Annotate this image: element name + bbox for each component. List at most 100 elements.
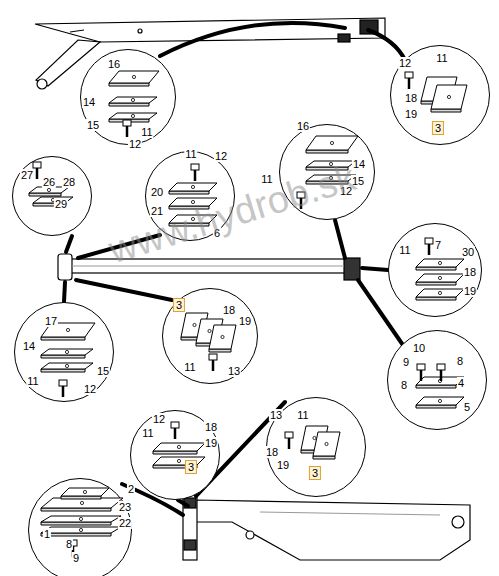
callout-number: 13 — [269, 409, 283, 421]
callout-number: 15 — [96, 365, 110, 377]
plate-hole — [80, 501, 83, 504]
bolt-head — [417, 364, 425, 370]
bolt-head — [123, 120, 131, 126]
detail-circle: 318191113 — [162, 288, 258, 384]
plate-hole — [66, 328, 69, 331]
wear-plate — [416, 289, 464, 297]
callout-number: 26 — [42, 176, 56, 188]
bolt-shaft — [194, 170, 197, 181]
bolt-shaft — [212, 360, 215, 371]
detail-circle: 1098845 — [387, 330, 487, 430]
callout-number: 20 — [150, 186, 164, 198]
callout-number: 19 — [238, 315, 252, 327]
plate-hole — [325, 442, 328, 445]
callout-number: 11 — [26, 375, 39, 387]
bolt-head — [437, 364, 445, 370]
wear-plate — [109, 71, 159, 83]
plate-hole — [177, 445, 180, 448]
callout-number: 1 — [43, 528, 51, 540]
callout-number: 2 — [127, 483, 135, 495]
plate-hole — [65, 350, 68, 353]
bolt-head — [425, 238, 433, 244]
bolt-shaft — [440, 370, 443, 381]
wear-plate — [313, 432, 340, 456]
callout-number: 12 — [214, 150, 228, 162]
plate-hole — [208, 329, 211, 332]
callout-number: 12 — [128, 138, 142, 150]
wear-plate — [153, 457, 205, 465]
callout-number: 18 — [265, 446, 279, 458]
callout-number: 19 — [204, 437, 218, 449]
wear-plate — [416, 274, 464, 282]
callout-number: 29 — [54, 198, 68, 210]
bolt-head — [171, 422, 179, 428]
plate-hole — [438, 276, 441, 279]
callout-number: 4 — [457, 377, 465, 389]
bolt-head — [33, 162, 41, 168]
wear-plate — [416, 259, 464, 267]
callout-number: 19 — [463, 285, 477, 297]
callout-number: 11 — [296, 409, 309, 421]
wear-plate — [209, 325, 236, 349]
callout-number: 14 — [82, 96, 96, 108]
callout-number: 28 — [62, 176, 76, 188]
bolt-shaft — [408, 78, 411, 89]
bolt-head — [59, 380, 67, 386]
wear-plate — [109, 97, 157, 103]
callout-number: 3 — [185, 460, 197, 474]
callout-number: 11 — [435, 52, 448, 64]
plate-hole — [313, 436, 316, 439]
detail-circle: 1714151112 — [14, 302, 114, 402]
callout-number: 18 — [404, 92, 418, 104]
callout-number: 5 — [463, 401, 471, 413]
bolt-shaft — [62, 386, 65, 397]
callout-number: 23 — [118, 501, 132, 513]
plate-hole — [132, 75, 135, 78]
detail-circle: 27 26 28 29 — [12, 156, 92, 236]
detail-circle: 117301819 — [388, 223, 482, 317]
callout-number: 7 — [434, 239, 442, 251]
callout-number: 19 — [276, 459, 290, 471]
part-sketch — [15, 303, 115, 403]
plate-hole — [191, 185, 194, 188]
plate-hole — [177, 459, 180, 462]
callout-number: 17 — [44, 315, 58, 327]
wear-plate — [416, 397, 464, 405]
bolt-shaft — [420, 370, 423, 381]
bolt-shaft — [428, 244, 431, 255]
bolt-shaft — [126, 126, 129, 137]
callout-number: 27 — [20, 169, 34, 181]
callout-number: 13 — [227, 365, 241, 377]
callout-number: 19 — [404, 108, 418, 120]
plate-hole — [193, 323, 196, 326]
plate-hole — [83, 490, 86, 493]
bolt-head — [209, 354, 217, 360]
callout-number: 12 — [83, 383, 97, 395]
callout-number: 11 — [184, 148, 197, 160]
plate-hole — [221, 335, 224, 338]
callout-number: 10 — [412, 342, 426, 354]
callout-number: 8 — [65, 538, 73, 550]
callout-number: 18 — [463, 266, 477, 278]
wear-plate — [61, 488, 109, 496]
callout-number: 11 — [183, 361, 196, 373]
callout-number: 16 — [107, 58, 121, 70]
callout-number: 18 — [204, 421, 218, 433]
callout-number: 3 — [309, 466, 321, 480]
callout-number: 9 — [402, 356, 410, 368]
bolt-head — [191, 164, 199, 170]
callout-number: 14 — [352, 158, 366, 170]
callout-number: 30 — [461, 246, 475, 258]
wear-plate — [109, 113, 157, 119]
detail-circle: 22322189 — [28, 478, 132, 576]
callout-number: 11 — [140, 126, 153, 138]
callout-number: 8 — [456, 355, 464, 367]
detail-circle: 121118193 — [390, 45, 490, 145]
callout-number: 12 — [398, 57, 412, 69]
plate-hole — [330, 141, 333, 144]
callout-number: 15 — [86, 119, 100, 131]
plate-hole — [438, 291, 441, 294]
detail-circle: 121118193 — [130, 410, 220, 500]
callout-number: 12 — [152, 413, 166, 425]
